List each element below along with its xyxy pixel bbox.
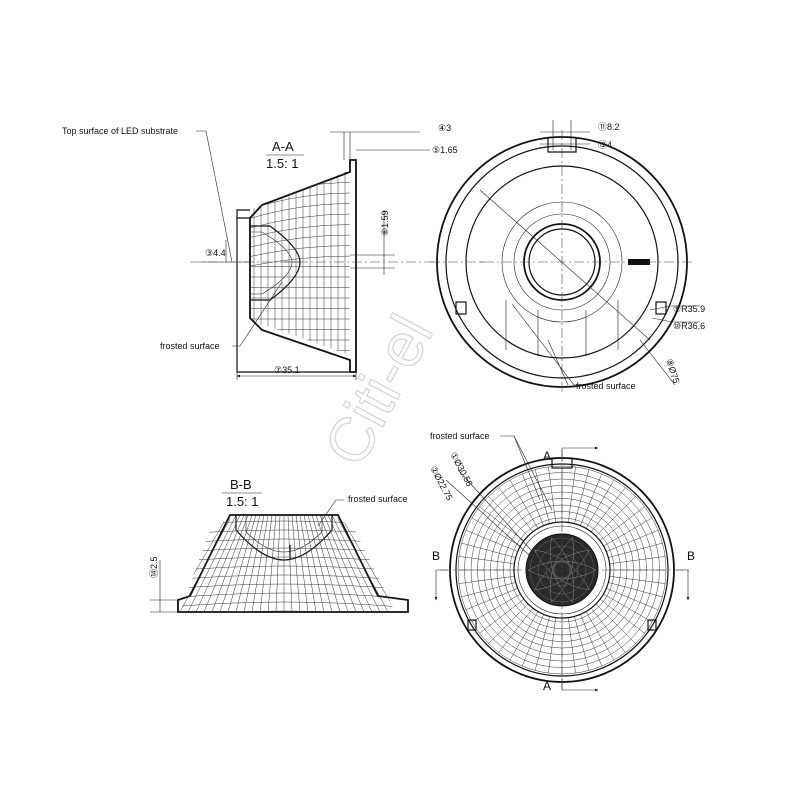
dim-plan-4: ⑫4 (598, 140, 612, 150)
dim-aa-1-59: ⑥1.59 (380, 210, 390, 236)
section-aa-scale: 1.5: 1 (266, 156, 299, 171)
dim-plan-8-2: ⑪8.2 (598, 122, 620, 132)
plan-view-top: ⑪8.2 ⑫4 ⑨R35.9 ⑩R36.6 ⑧Ø75 frosted surfa… (430, 120, 705, 395)
dim-aa-3: ④3 (438, 123, 451, 133)
section-bb-view: B-B 1.5: 1 ⑭2.5 frosted surface (149, 477, 409, 613)
cut-label-b-left: B (432, 549, 440, 563)
section-aa-facet-grid (250, 170, 350, 355)
dim-bottom-d22-75: ②Ø22.75 (428, 464, 454, 502)
cut-label-a-bottom: A (543, 679, 551, 693)
plan-view-bottom: A A B B frosted surface ①Ø30.56 ②Ø22.75 (428, 431, 695, 693)
section-bb-title: B-B (230, 477, 252, 492)
label-top-surface-led: Top surface of LED substrate (62, 126, 178, 136)
section-aa-title: A-A (272, 139, 294, 154)
label-aa-frosted-surface: frosted surface (160, 341, 220, 351)
dim-aa-4-4: ③4.4 (205, 248, 226, 258)
label-bottom-frosted-surface: frosted surface (430, 431, 490, 441)
dim-plan-d75: ⑧Ø75 (664, 358, 681, 385)
dim-plan-r36-6: ⑩R36.6 (673, 321, 705, 331)
dim-aa-35-1: ⑦35.1 (274, 365, 300, 375)
cut-label-a-top: A (543, 449, 551, 463)
label-plan-frosted-surface: frosted surface (576, 381, 636, 391)
section-bb-scale: 1.5: 1 (226, 494, 259, 509)
dim-aa-1-65: ⑤1.65 (432, 145, 458, 155)
dim-bb-2-5: ⑭2.5 (149, 556, 159, 578)
dim-plan-r35-9: ⑨R35.9 (673, 304, 705, 314)
cut-label-b-right: B (687, 549, 695, 563)
label-bb-frosted-surface: frosted surface (348, 494, 408, 504)
dim-bottom-d30-56: ①Ø30.56 (448, 450, 474, 488)
watermark: Citi-el (311, 304, 446, 476)
